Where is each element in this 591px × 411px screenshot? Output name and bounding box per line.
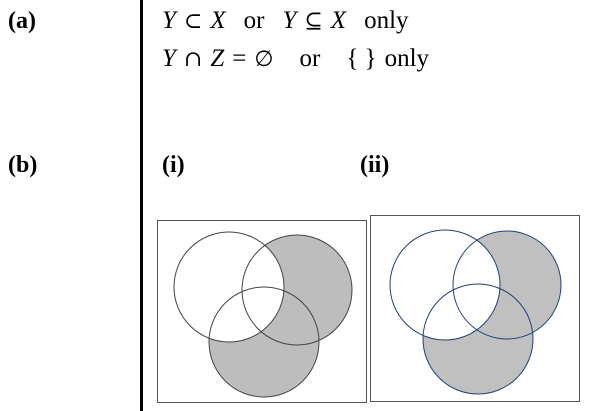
subset-symbol: ⊂ — [183, 9, 203, 34]
set-x-circle — [389, 229, 501, 341]
symbol-y: Y — [282, 7, 297, 34]
only-text: only — [364, 7, 409, 34]
symbol-y: Y — [162, 45, 176, 72]
shaded-region — [209, 235, 352, 397]
part-b-label: (b) — [8, 152, 38, 178]
set-y-circle — [452, 230, 562, 340]
venn-diagram-i — [157, 220, 367, 403]
empty-braces: { } — [346, 45, 377, 72]
diagram-i-label: (i) — [162, 152, 185, 178]
equals-symbol: = — [232, 45, 247, 72]
intersection-symbol: ∩ — [183, 47, 203, 72]
set-x-circle — [173, 231, 285, 343]
subseteq-symbol: ⊆ — [304, 9, 323, 34]
set-z-circle — [422, 283, 534, 395]
symbol-x: X — [330, 7, 347, 34]
symbol-x: X — [210, 7, 226, 34]
only-text: only — [384, 45, 430, 72]
diagram-ii-label: (ii) — [360, 152, 390, 178]
answer-line-2: Y ∩ Z = ∅ or { } only — [162, 46, 429, 71]
or-text: or — [243, 7, 265, 34]
shaded-region — [423, 231, 561, 394]
or-text: or — [299, 45, 321, 72]
vertical-divider — [140, 0, 143, 411]
set-z-circle — [208, 286, 320, 398]
symbol-y: Y — [162, 7, 176, 34]
venn-diagram-ii — [370, 215, 580, 402]
set-y-circle — [241, 234, 353, 346]
part-a-label: (a) — [8, 8, 36, 34]
symbol-z: Z — [210, 45, 225, 72]
empty-set-symbol: ∅ — [254, 47, 274, 72]
